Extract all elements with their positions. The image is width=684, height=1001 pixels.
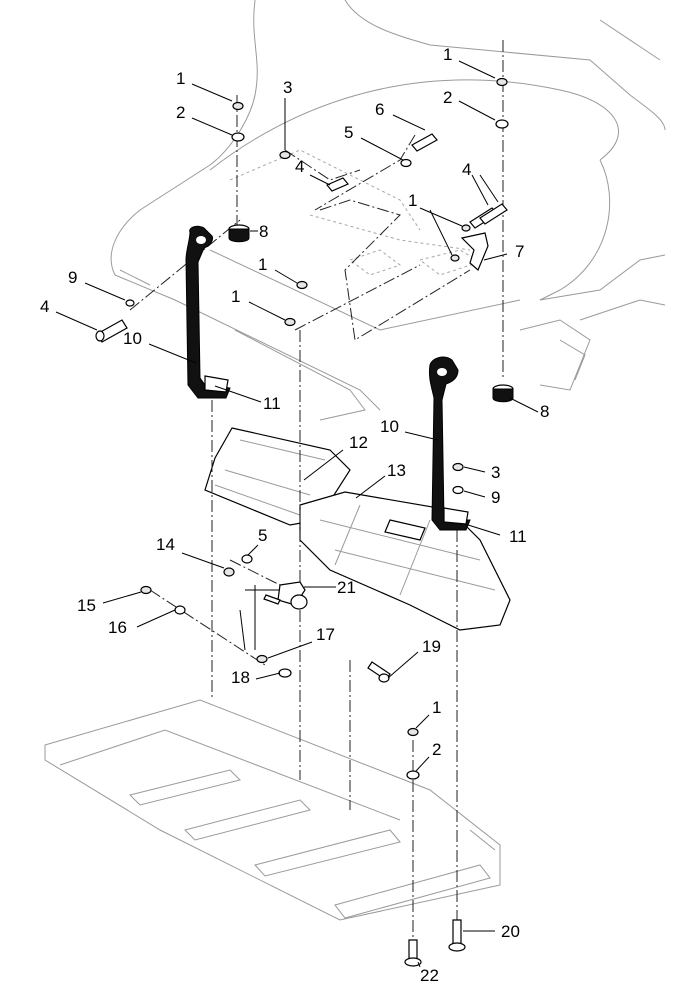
fasteners bbox=[95, 77, 509, 967]
hanger-bracket-left bbox=[185, 225, 231, 399]
callout-labels: 1 2 3 6 5 1 2 4 4 8 1 7 9 1 1 4 10 11 8 … bbox=[40, 45, 549, 985]
callout-1: 1 bbox=[176, 69, 185, 88]
callout-17: 17 bbox=[316, 625, 335, 644]
callout-11: 11 bbox=[509, 527, 527, 546]
callout-7: 7 bbox=[515, 242, 524, 261]
sensor-assembly-21 bbox=[239, 581, 308, 651]
callout-4: 4 bbox=[295, 157, 304, 176]
callout-4: 4 bbox=[462, 160, 471, 179]
callout-21: 21 bbox=[337, 578, 356, 597]
callout-8: 8 bbox=[259, 222, 268, 241]
callout-3: 3 bbox=[491, 463, 500, 482]
leader-lines bbox=[55, 60, 539, 968]
callout-15: 15 bbox=[77, 596, 96, 615]
callout-9: 9 bbox=[68, 268, 77, 287]
floor-panel bbox=[44, 699, 501, 921]
callout-10: 10 bbox=[380, 417, 399, 436]
callout-16: 16 bbox=[108, 618, 127, 637]
heat-shield-13 bbox=[299, 491, 511, 631]
callout-4: 4 bbox=[40, 297, 49, 316]
callout-1: 1 bbox=[443, 45, 452, 64]
callout-1: 1 bbox=[231, 287, 240, 306]
callout-22: 22 bbox=[420, 966, 439, 985]
rubber-mount-left bbox=[228, 224, 250, 243]
callout-12: 12 bbox=[349, 433, 368, 452]
callout-6: 6 bbox=[375, 100, 384, 119]
rubber-mount-right bbox=[492, 384, 514, 403]
callout-1: 1 bbox=[432, 698, 441, 717]
callout-11: 11 bbox=[263, 394, 281, 413]
callout-20: 20 bbox=[501, 922, 520, 941]
background-body-outline bbox=[110, 0, 666, 421]
callout-1: 1 bbox=[408, 191, 417, 210]
callout-5: 5 bbox=[258, 526, 267, 545]
callout-2: 2 bbox=[176, 103, 185, 122]
callout-9: 9 bbox=[491, 488, 500, 507]
callout-10: 10 bbox=[123, 329, 142, 348]
callout-1: 1 bbox=[258, 255, 267, 274]
callout-18: 18 bbox=[231, 668, 250, 687]
callout-8: 8 bbox=[540, 402, 549, 421]
hanger-bracket-right bbox=[429, 356, 471, 531]
callout-2: 2 bbox=[443, 88, 452, 107]
callout-14: 14 bbox=[156, 535, 175, 554]
callout-19: 19 bbox=[422, 637, 441, 656]
callout-3: 3 bbox=[283, 78, 292, 97]
callout-13: 13 bbox=[387, 461, 406, 480]
callout-5: 5 bbox=[344, 123, 353, 142]
callout-2: 2 bbox=[432, 740, 441, 759]
